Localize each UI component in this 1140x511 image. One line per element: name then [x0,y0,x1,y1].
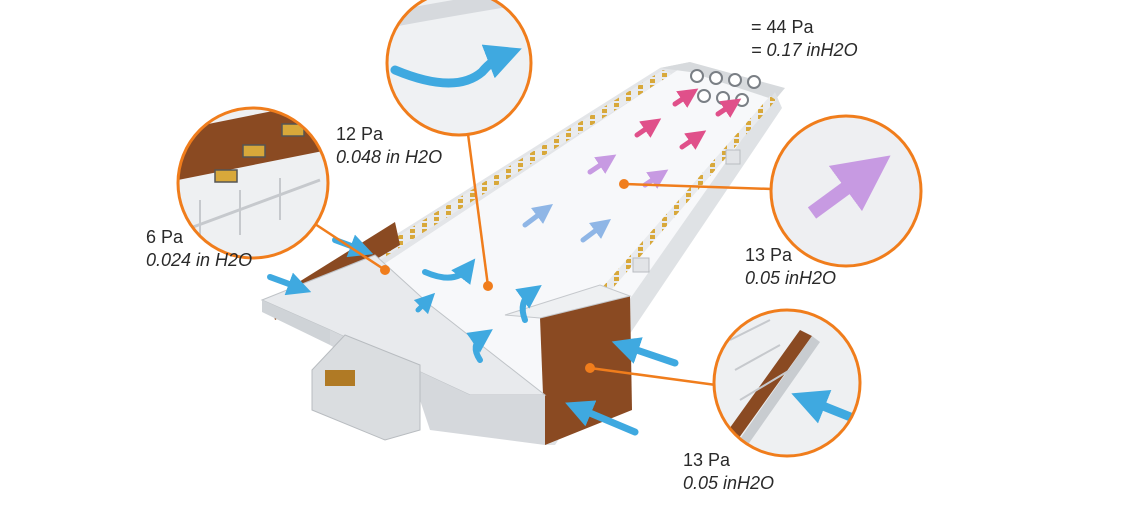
pressure-inh2o: = 0.17 inH2O [751,39,858,60]
side-pipe [725,149,741,165]
interior-airflow [413,88,742,363]
airflow-arrow-icon [466,329,493,363]
leader-line [466,133,490,287]
airflow-arrow-icon [679,130,707,150]
leader-line [589,366,717,387]
airflow-arrow-icon [642,169,669,189]
airflow-arrow-icon [267,272,312,296]
airflow-arrow-icon [611,337,679,367]
entrance-door [325,370,355,386]
side-pipe [632,257,650,273]
inlet-vent-icon [242,144,266,158]
exhaust-fan-icon [728,73,742,87]
airflow-arrow-icon [634,118,662,138]
airflow-arrow-icon [807,155,891,219]
exhaust-fan-icon [747,75,761,89]
label-pad-pressure: 13 Pa 0.05 inH2O [683,449,774,494]
airflow-arrow-icon [791,389,860,425]
callout-bottom-detail [712,308,862,458]
callout-left-detail [176,106,330,260]
entrance-box [311,334,421,441]
entrance-roof-front [262,300,330,345]
leader-dot [619,179,629,189]
pressure-pa: 6 Pa [146,227,184,247]
pressure-inh2o: 0.05 inH2O [745,267,837,288]
airflow-arrow-icon [580,219,611,243]
airflow-arrow-icon [515,285,542,323]
airflow-arrow-icon [522,204,553,228]
fan-end-wall [660,62,785,100]
leader-dot [380,265,390,275]
callout-leaders [314,133,773,387]
airflow-arrow-icon [390,44,522,88]
label-exhaust-pressure: = 44 Pa = 0.17 inH2O [751,16,858,61]
near-wall-inlet-strip [600,96,776,296]
barn-building [260,62,785,445]
leader-line [623,182,773,191]
near-pad-cage [504,284,632,319]
exhaust-fan-icon [697,89,711,103]
leader-dot [585,363,595,373]
exhaust-fan-icon [709,71,723,85]
leader-line [314,222,386,272]
pressure-inh2o: 0.024 in H2O [146,249,253,270]
airflow-arrow-icon [587,154,617,175]
label-mid-pressure: 12 Pa 0.048 in H2O [336,123,442,168]
airflow-arrow-icon [672,88,699,108]
far-wall-inlet-strip [320,70,672,292]
pressure-pa: 13 Pa [683,450,731,470]
airflow-arrow-icon [565,400,639,436]
callout-right-detail [769,114,923,268]
pressure-pa: 12 Pa [336,124,384,144]
airflow-arrow-icon [715,98,742,118]
pressure-pa: 13 Pa [745,245,793,265]
label-inlet-pressure: 6 Pa 0.024 in H2O [146,226,252,271]
callout-top-detail [385,0,533,137]
airflow-arrow-icon [422,258,476,285]
leader-dots [380,179,629,373]
inlet-vent-icon [214,169,238,183]
exhaust-fan-icon [716,91,730,105]
label-tunnel-pressure: 13 Pa 0.05 inH2O [745,244,836,289]
pressure-inh2o: 0.05 inH2O [683,472,775,493]
pressure-pa: = 44 Pa [751,17,814,37]
leader-dot [483,281,493,291]
pressure-inh2o: 0.048 in H2O [336,146,443,167]
airflow-arrow-icon [413,292,436,315]
exhaust-fan-icon [735,93,749,107]
exhaust-fan-icon [690,69,704,83]
